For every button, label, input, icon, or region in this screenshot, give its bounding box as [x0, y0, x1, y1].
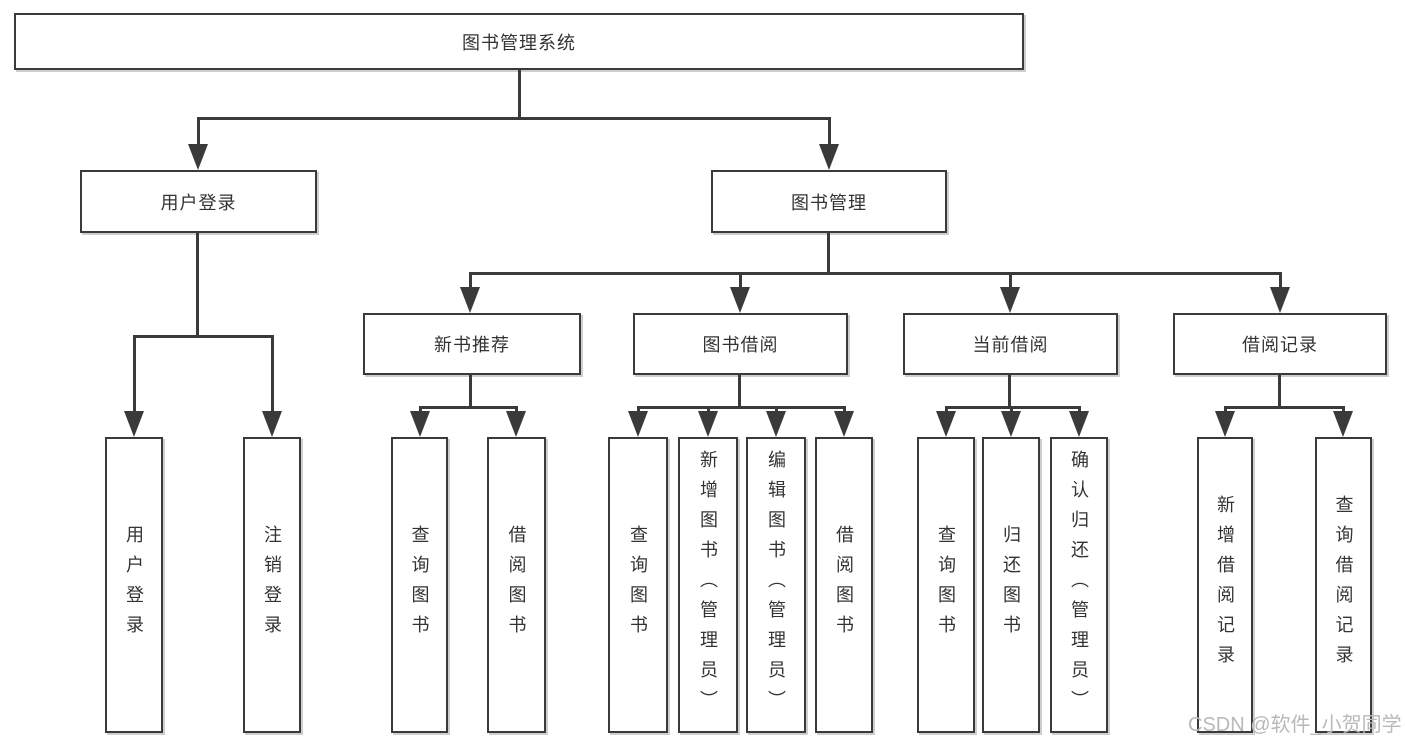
leaf-label: 查询图书	[936, 525, 956, 645]
arrow-down-icon	[1000, 287, 1020, 313]
leaf-query-books-recommend: 查询图书	[391, 437, 448, 733]
leaf-label: 注销登录	[262, 525, 282, 645]
arrow-down-icon	[1215, 411, 1235, 437]
leaf-label: 查询图书	[628, 525, 648, 645]
connector-line	[1008, 375, 1011, 408]
leaf-label: 查询图书	[409, 525, 430, 645]
leaf-user-login: 用户登录	[105, 437, 163, 733]
node-borrowing-records: 借阅记录	[1173, 313, 1387, 375]
leaf-label: 确认归还（管理员）	[1069, 450, 1089, 720]
connector-line	[469, 272, 1282, 275]
leaf-label: 新增借阅记录	[1215, 495, 1235, 675]
leaf-add-books-admin: 新增图书（管理员）	[678, 437, 738, 733]
leaf-label: 用户登录	[124, 525, 144, 645]
node-user-login: 用户登录	[80, 170, 317, 233]
connector-line	[133, 335, 136, 415]
leaf-query-books-current: 查询图书	[917, 437, 975, 733]
node-label: 用户登录	[160, 192, 237, 213]
leaf-return-books: 归还图书	[982, 437, 1040, 733]
arrow-down-icon	[410, 411, 430, 437]
leaf-query-borrow-record: 查询借阅记录	[1315, 437, 1372, 733]
arrow-down-icon	[188, 144, 208, 170]
leaf-confirm-return-admin: 确认归还（管理员）	[1050, 437, 1108, 733]
node-book-borrowing: 图书借阅	[633, 313, 848, 375]
node-label: 图书管理系统	[462, 32, 576, 53]
connector-line	[196, 233, 199, 338]
connector-line	[739, 272, 742, 292]
node-label: 新书推荐	[434, 335, 510, 355]
connector-line	[197, 117, 200, 149]
connector-line	[469, 272, 472, 292]
connector-line	[738, 375, 741, 408]
connector-line	[1279, 272, 1282, 292]
arrow-down-icon	[506, 411, 526, 437]
leaf-label: 借阅图书	[834, 525, 854, 645]
arrow-down-icon	[936, 411, 956, 437]
connector-line	[197, 117, 831, 120]
arrow-down-icon	[730, 287, 750, 313]
node-library-management-system: 图书管理系统	[14, 13, 1024, 70]
arrow-down-icon	[124, 411, 144, 437]
arrow-down-icon	[698, 411, 718, 437]
node-label: 借阅记录	[1242, 335, 1318, 355]
connector-line	[827, 233, 830, 275]
connector-line	[945, 406, 1081, 409]
arrow-down-icon	[1001, 411, 1021, 437]
connector-line	[1224, 406, 1345, 409]
connector-line	[419, 406, 518, 409]
arrow-down-icon	[460, 287, 480, 313]
node-label: 图书管理	[791, 192, 867, 213]
connector-line	[828, 117, 831, 149]
connector-line	[637, 406, 846, 409]
leaf-edit-books-admin: 编辑图书（管理员）	[746, 437, 806, 733]
connector-line	[271, 335, 274, 415]
leaf-label: 编辑图书（管理员）	[766, 450, 786, 720]
leaf-add-borrow-record: 新增借阅记录	[1197, 437, 1253, 733]
leaf-label: 新增图书（管理员）	[698, 450, 718, 720]
arrow-down-icon	[1069, 411, 1089, 437]
node-current-borrowing: 当前借阅	[903, 313, 1118, 375]
node-new-book-recommendation: 新书推荐	[363, 313, 581, 375]
arrow-down-icon	[819, 144, 839, 170]
leaf-label: 归还图书	[1001, 525, 1021, 645]
arrow-down-icon	[1333, 411, 1353, 437]
arrow-down-icon	[262, 411, 282, 437]
connector-line	[1278, 375, 1281, 408]
leaf-borrow-books: 借阅图书	[815, 437, 873, 733]
node-book-management: 图书管理	[711, 170, 947, 233]
leaf-borrow-books-recommend: 借阅图书	[487, 437, 546, 733]
arrow-down-icon	[834, 411, 854, 437]
watermark: CSDN @软件_小贺同学	[1188, 714, 1402, 736]
connector-line	[133, 335, 274, 338]
arrow-down-icon	[628, 411, 648, 437]
connector-line	[469, 375, 472, 408]
arrow-down-icon	[1270, 287, 1290, 313]
connector-line	[518, 70, 521, 118]
leaf-label: 查询借阅记录	[1333, 495, 1354, 675]
arrow-down-icon	[766, 411, 786, 437]
node-label: 图书借阅	[702, 335, 779, 355]
connector-line	[1009, 272, 1012, 292]
leaf-label: 借阅图书	[506, 525, 527, 645]
leaf-logout: 注销登录	[243, 437, 301, 733]
leaf-query-books-borrow: 查询图书	[608, 437, 668, 733]
node-label: 当前借阅	[972, 335, 1049, 355]
